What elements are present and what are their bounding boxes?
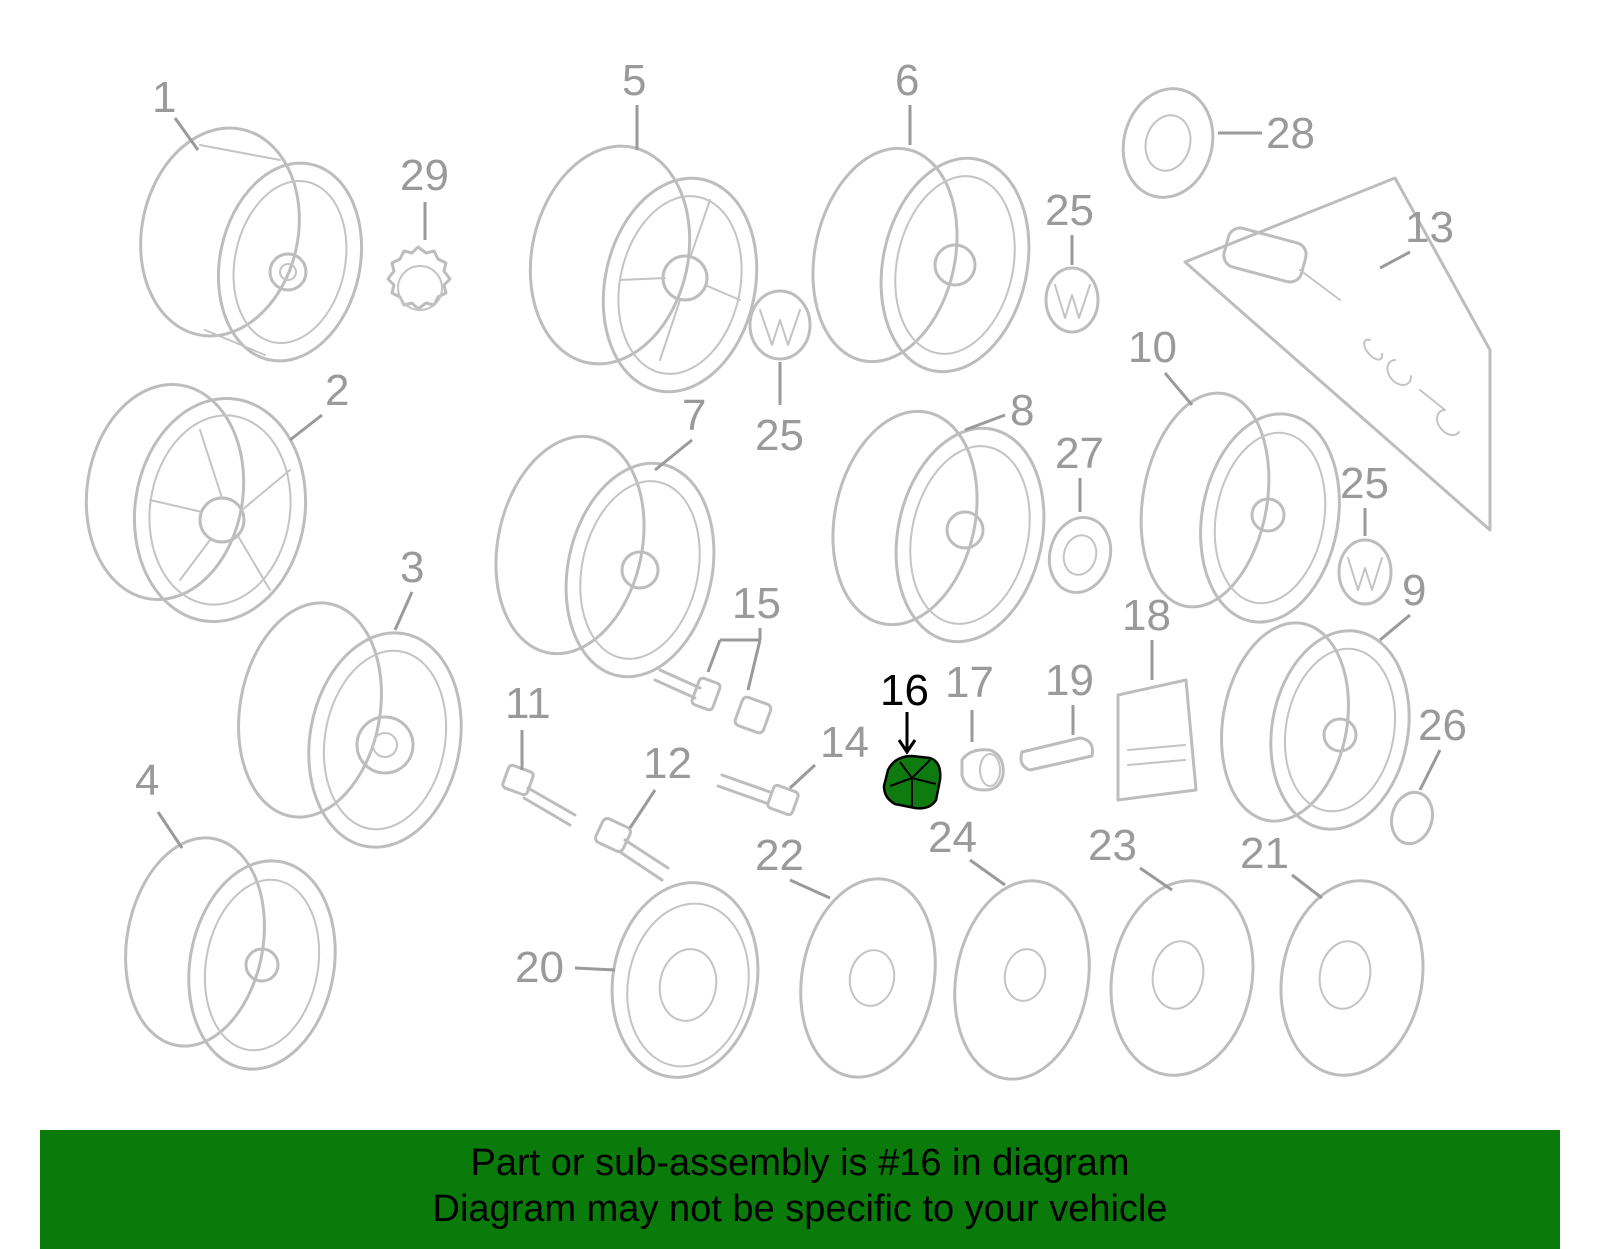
callout-25c: 25 — [1340, 459, 1389, 508]
part-4-alloy-wheel[interactable] — [110, 827, 351, 1081]
leader-8 — [964, 413, 1006, 432]
callout-6: 6 — [895, 56, 919, 105]
part-25-center-cap-a[interactable] — [748, 289, 812, 361]
part-24-wheel-cover[interactable] — [940, 870, 1105, 1090]
leader-26 — [1418, 749, 1442, 791]
callout-10: 10 — [1128, 323, 1177, 372]
leader-4 — [156, 811, 184, 849]
leader-13 — [1379, 250, 1411, 270]
part-29-center-cap[interactable] — [386, 245, 452, 311]
part-14-wheel-bolt[interactable] — [716, 773, 800, 817]
leader-22 — [789, 878, 831, 900]
part-3-alloy-wheel[interactable] — [222, 591, 477, 859]
callout-12: 12 — [643, 739, 692, 788]
banner-line-disclaimer: Diagram may not be specific to your vehi… — [432, 1188, 1168, 1230]
callout-20: 20 — [515, 943, 564, 992]
callout-11: 11 — [505, 679, 551, 728]
callout-3: 3 — [400, 543, 424, 592]
part-17-cap[interactable] — [960, 748, 1005, 792]
callout-25a: 25 — [755, 411, 804, 460]
leader-12 — [628, 789, 657, 829]
leader-24 — [969, 858, 1006, 887]
callout-17: 17 — [945, 658, 994, 707]
banner-line-part: Part or sub-assembly is #16 in diagram — [470, 1142, 1130, 1184]
callout-5: 5 — [622, 56, 646, 105]
part-26-center-cap[interactable] — [1386, 788, 1438, 849]
part-1-steel-wheel[interactable] — [122, 113, 379, 374]
callout-9: 9 — [1402, 566, 1426, 615]
part-18-label-card[interactable] — [1116, 678, 1198, 802]
part-28-hub-cover[interactable] — [1111, 78, 1224, 207]
part-13-tpms-sensor-kit[interactable] — [1183, 176, 1492, 532]
part-27-center-cap[interactable] — [1041, 511, 1119, 600]
part-20-wheel-cover[interactable] — [597, 871, 773, 1089]
callout-27: 27 — [1055, 429, 1104, 478]
callout-26: 26 — [1418, 701, 1467, 750]
part-9-alloy-wheel[interactable] — [1207, 613, 1425, 841]
leader-1 — [173, 117, 200, 151]
callout-19: 19 — [1045, 656, 1094, 705]
part-11-wheel-bolt[interactable] — [501, 763, 577, 827]
part-2-alloy-wheel[interactable] — [73, 374, 320, 633]
leader-3 — [393, 591, 414, 631]
callout-24: 24 — [928, 813, 977, 862]
leader-23 — [1139, 866, 1173, 892]
part-25-center-cap-b[interactable] — [1044, 266, 1100, 334]
leader-20 — [574, 966, 616, 972]
part-21-wheel-cover[interactable] — [1266, 869, 1438, 1086]
callout-18: 18 — [1122, 591, 1171, 640]
callout-1: 1 — [152, 73, 176, 122]
leader-9 — [1379, 613, 1411, 642]
callout-28: 28 — [1266, 109, 1315, 158]
part-25-center-cap-c[interactable] — [1337, 538, 1393, 606]
callout-13: 13 — [1405, 203, 1454, 252]
info-banner: Part or sub-assembly is #16 in diagram D… — [40, 1130, 1560, 1249]
leader-10 — [1163, 372, 1194, 406]
leader-14 — [788, 763, 817, 790]
callout-8: 8 — [1010, 386, 1034, 435]
part-8-alloy-wheel[interactable] — [814, 398, 1063, 656]
part-5-alloy-wheel[interactable] — [511, 131, 776, 406]
leader-7 — [654, 438, 693, 472]
part-19-clip[interactable] — [1019, 736, 1094, 772]
part-6-alloy-wheel[interactable] — [794, 135, 1048, 386]
callout-2: 2 — [325, 366, 349, 415]
callout-15: 15 — [732, 579, 781, 628]
part-7-alloy-wheel[interactable] — [477, 422, 733, 690]
callout-14: 14 — [820, 718, 869, 767]
part-22-wheel-cover[interactable] — [786, 868, 951, 1088]
callout-22: 22 — [755, 831, 804, 880]
callout-4: 4 — [135, 756, 159, 805]
callout-21: 21 — [1240, 829, 1289, 878]
leader-16 — [897, 712, 917, 755]
part-12-tire-valve[interactable] — [594, 817, 670, 882]
part-10-alloy-wheel[interactable] — [1125, 383, 1355, 633]
callout-25b: 25 — [1045, 186, 1094, 235]
leader-2 — [289, 413, 323, 442]
part-15-wheel-bolts[interactable] — [653, 668, 773, 735]
callout-23: 23 — [1088, 821, 1137, 870]
callout-16: 16 — [880, 666, 929, 715]
leader-21 — [1291, 873, 1323, 900]
part-16-highlighted[interactable] — [882, 754, 942, 810]
callout-7: 7 — [682, 391, 706, 440]
callout-29: 29 — [400, 151, 449, 200]
part-23-wheel-cover[interactable] — [1096, 869, 1268, 1086]
leader-15 — [706, 628, 762, 691]
